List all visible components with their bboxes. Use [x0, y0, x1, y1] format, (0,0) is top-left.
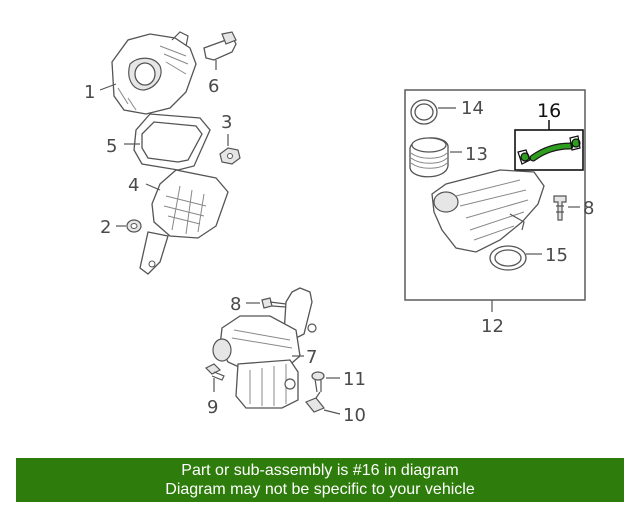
callout-15: 15 [545, 245, 568, 266]
callout-7: 7 [306, 347, 317, 368]
callout-5: 5 [106, 136, 117, 157]
callout-16: 16 [537, 100, 561, 122]
part-10-clip[interactable] [305, 391, 325, 413]
part-4-lower-housing[interactable] [139, 169, 229, 275]
assembly-12-box [404, 89, 586, 301]
part-16-hose-with-clamps[interactable] [517, 135, 581, 165]
leader-4 [145, 183, 161, 191]
callout-12: 12 [481, 316, 504, 337]
callout-10: 10 [343, 405, 366, 426]
info-banner: Part or sub-assembly is #16 in diagram D… [16, 458, 624, 502]
part-1-air-cleaner-cover[interactable] [111, 31, 197, 115]
part-7-resonator[interactable] [212, 287, 317, 409]
callout-8-left: 8 [230, 294, 241, 315]
callout-2: 2 [100, 217, 111, 238]
part-13-bellows-duct[interactable] [409, 137, 449, 178]
callout-1: 1 [84, 82, 95, 103]
part-14-clamp[interactable] [410, 99, 438, 125]
part-6-sensor-bracket[interactable] [203, 31, 237, 61]
leader-1 [99, 83, 117, 91]
part-15-hose-clamp[interactable] [489, 245, 527, 271]
part-11-bolt[interactable] [311, 371, 325, 393]
banner-line-1: Part or sub-assembly is #16 in diagram [181, 462, 459, 479]
callout-14: 14 [461, 98, 484, 119]
callout-13: 13 [465, 144, 488, 165]
callout-3: 3 [221, 112, 232, 133]
callout-4: 4 [128, 175, 139, 196]
banner-line-2: Diagram may not be specific to your vehi… [165, 481, 475, 498]
part-5-air-filter[interactable] [133, 113, 211, 171]
callout-9: 9 [207, 397, 218, 418]
leader-10 [323, 409, 341, 415]
part-9-bolt[interactable] [204, 363, 225, 381]
part-8-bolt-left[interactable] [261, 297, 287, 309]
part-8-clip-right[interactable] [553, 195, 567, 221]
part-2-grommet[interactable] [126, 219, 142, 233]
part-12-intake-duct[interactable] [431, 169, 545, 253]
callout-6: 6 [208, 76, 219, 97]
part-16-box [514, 129, 584, 171]
callout-8-right: 8 [583, 198, 594, 219]
callout-11: 11 [343, 369, 366, 390]
part-3-nut[interactable] [219, 147, 241, 165]
